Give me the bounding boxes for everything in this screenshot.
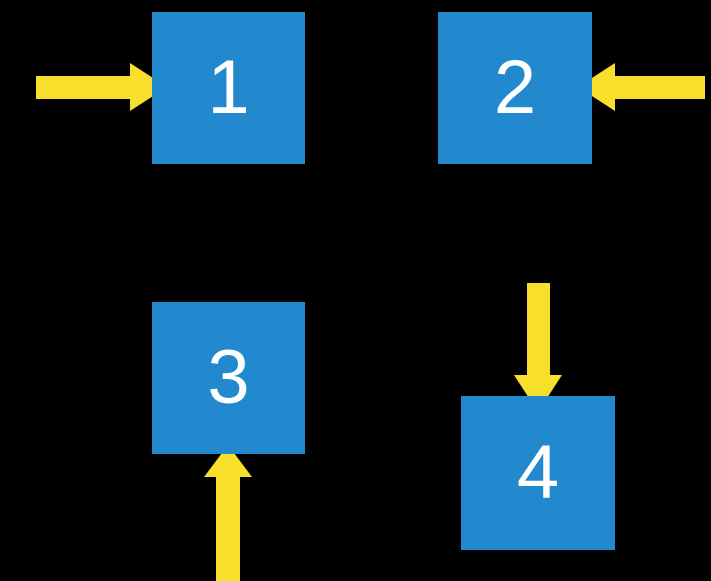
flow-box-1[interactable]: 1 — [152, 12, 305, 164]
arrow-into-box-2-icon — [578, 63, 705, 111]
flow-box-2[interactable]: 2 — [438, 12, 592, 164]
arrow-into-box-3-icon — [204, 445, 252, 581]
flow-box-3-label: 3 — [207, 335, 250, 420]
flow-box-4[interactable]: 4 — [461, 396, 615, 550]
arrow-into-box-1-icon — [36, 63, 167, 111]
arrow-into-box-4-icon — [514, 283, 562, 412]
flow-box-3[interactable]: 3 — [152, 302, 305, 454]
flow-box-1-label: 1 — [207, 45, 250, 130]
flow-box-2-label: 2 — [493, 45, 537, 130]
flow-box-4-label: 4 — [516, 430, 560, 515]
